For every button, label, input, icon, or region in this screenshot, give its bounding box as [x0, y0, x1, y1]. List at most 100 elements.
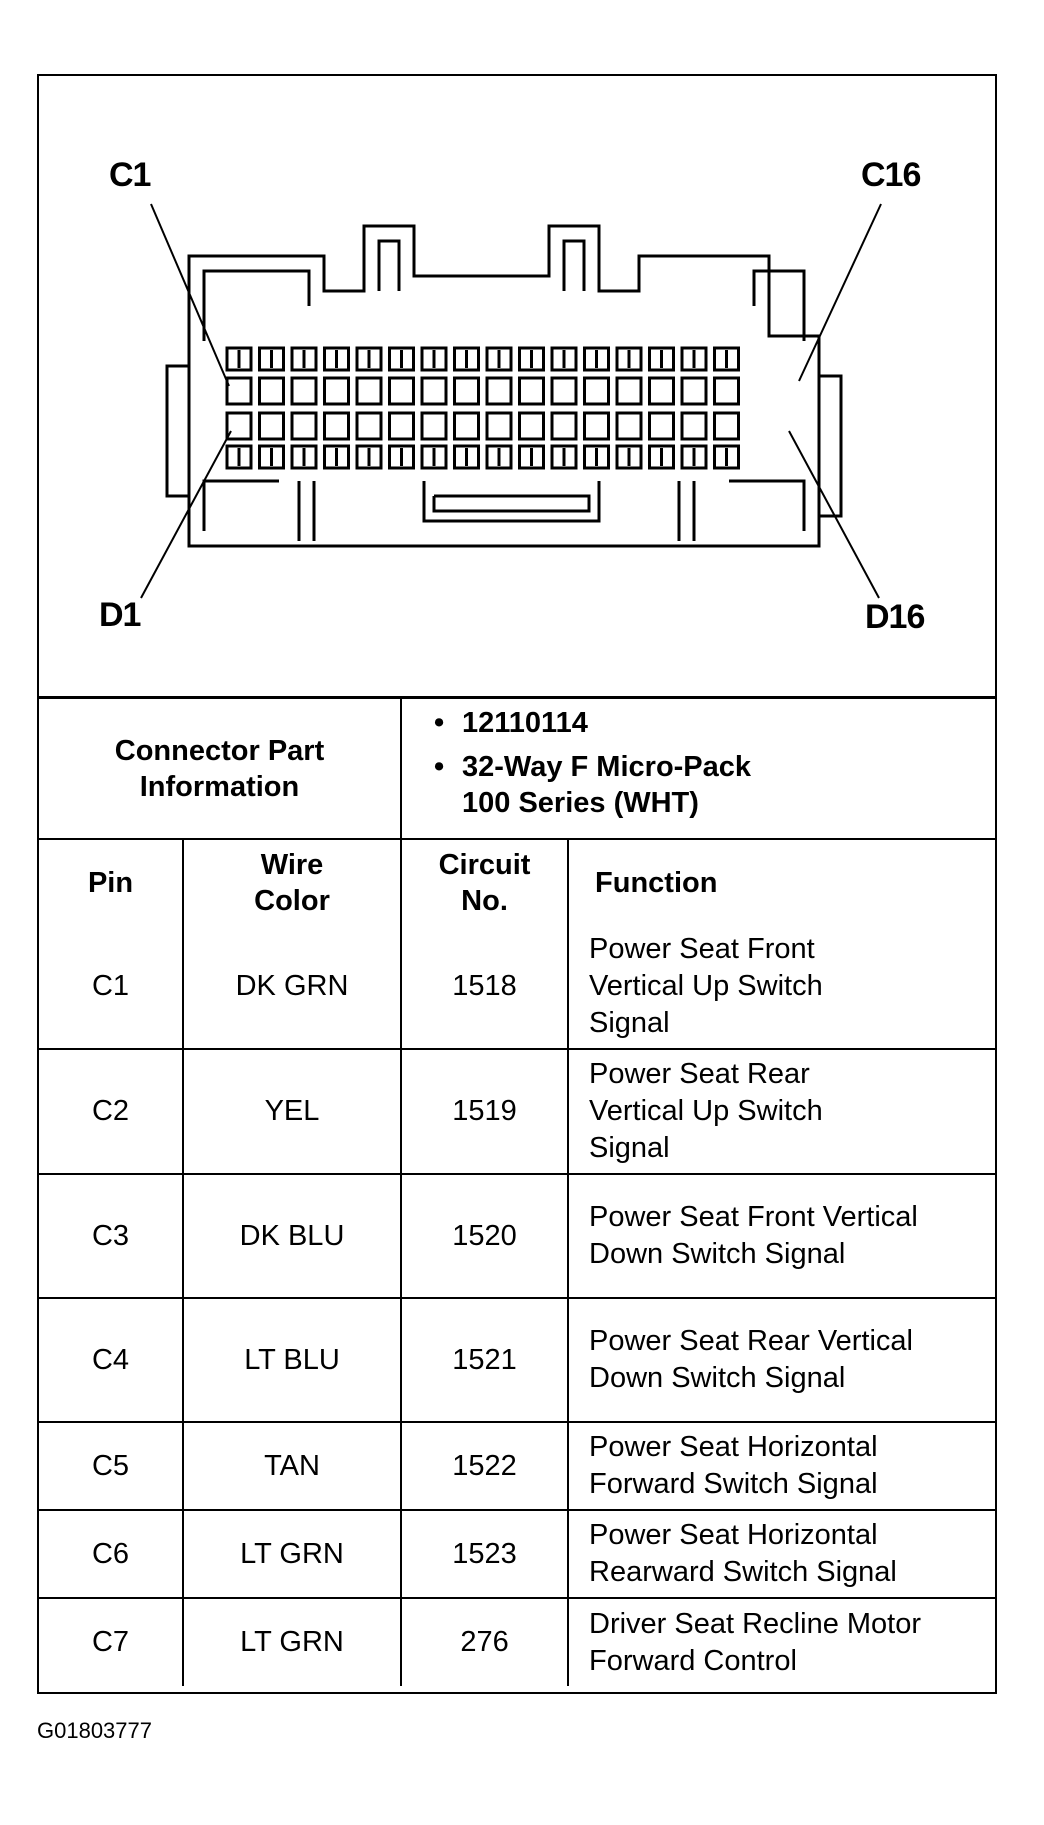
- table-row: C4 LT BLU 1521 Power Seat Rear Vertical …: [39, 1297, 996, 1423]
- bullet-icon: •: [434, 751, 445, 783]
- cell-function: Power Seat Horizontal Forward Switch Sig…: [567, 1421, 996, 1511]
- cell-circuit-no: 1521: [400, 1297, 570, 1423]
- cavity-row-d: [648, 411, 675, 441]
- cavity-row-c: [485, 376, 513, 406]
- cavity-row-c: [550, 376, 578, 406]
- cell-wire-color: TAN: [181, 1421, 403, 1511]
- cell-circuit-no: 1519: [400, 1048, 570, 1175]
- pin-rows: C1 DK GRN 1518 Power Seat Front Vertical…: [39, 925, 996, 1686]
- cell-function-text: Power Seat Front Vertical Down Switch Si…: [589, 1201, 918, 1270]
- latch-window: [550, 444, 578, 470]
- part-number: • 12110114: [434, 705, 995, 741]
- latch-window: [388, 444, 415, 470]
- bottom-key: [432, 494, 591, 513]
- cavity-row-d: [355, 411, 383, 441]
- cavity-row-d: [453, 411, 480, 441]
- latch-window: [713, 444, 740, 470]
- table-row: C6 LT GRN 1523 Power Seat Horizontal Rea…: [39, 1509, 996, 1599]
- bottom-channel: [422, 481, 601, 523]
- latch-window: [225, 346, 253, 372]
- table-header-row: Pin Wire Color Circuit No. Function: [39, 838, 996, 925]
- pin-label-d16: D16: [865, 598, 925, 636]
- bottom-left-step: [202, 479, 279, 531]
- cavity-row-c: [323, 376, 350, 406]
- right-ear: [817, 374, 843, 518]
- cavity-row-d: [258, 411, 285, 441]
- cavity-row-d: [680, 411, 708, 441]
- cavity-row-d: [518, 411, 545, 441]
- housing-right-step: [752, 269, 806, 341]
- cell-circuit-no: 1522: [400, 1421, 570, 1511]
- table-row: C1 DK GRN 1518 Power Seat Front Vertical…: [39, 925, 996, 1050]
- cavity-row-d: [583, 411, 610, 441]
- table-row: C5 TAN 1522 Power Seat Horizontal Forwar…: [39, 1421, 996, 1511]
- latch-window: [225, 444, 253, 470]
- leader-c1: [150, 203, 230, 387]
- connector-housing: [187, 224, 821, 548]
- latch-window: [258, 346, 285, 372]
- cell-function: Power Seat Rear Vertical Down Switch Sig…: [567, 1297, 996, 1423]
- cavity-row-c: [680, 376, 708, 406]
- cavity-row-d: [225, 411, 253, 441]
- cell-function-text: Driver Seat Recline Motor Forward Contro…: [589, 1607, 922, 1677]
- latch-window: [388, 346, 415, 372]
- cell-function-text: Power Seat Horizontal Forward Switch Sig…: [589, 1431, 878, 1500]
- latch-window: [615, 346, 643, 372]
- cell-circuit-no: 276: [400, 1597, 570, 1686]
- connector-sheet: C1 C16 D1 D16 Connector Part Information…: [37, 74, 997, 1694]
- cell-circuit-no: 1523: [400, 1509, 570, 1599]
- latch-left: [377, 239, 401, 291]
- housing-left-step: [202, 269, 311, 341]
- connector-part-title: Connector Part Information: [39, 699, 403, 840]
- cell-function-text: Power Seat Rear Vertical Down Switch Sig…: [589, 1325, 913, 1394]
- header-circuit-no: Circuit No.: [400, 838, 570, 925]
- left-ear: [165, 364, 191, 498]
- cell-wire-color: DK BLU: [181, 1173, 403, 1299]
- connector-part-title-text: Connector Part Information: [114, 734, 325, 803]
- cell-function-text: Power Seat Rear Vertical Up Switch Signa…: [589, 1058, 823, 1164]
- latch-window: [680, 346, 708, 372]
- cell-function-text: Power Seat Front Vertical Up Switch Sign…: [589, 933, 823, 1039]
- cell-function: Power Seat Horizontal Rearward Switch Si…: [567, 1509, 996, 1599]
- cavity-row-c: [713, 376, 740, 406]
- latch-window: [518, 346, 545, 372]
- latch-window: [713, 346, 740, 372]
- cavity-row-d: [290, 411, 318, 441]
- cavity-row-c: [290, 376, 318, 406]
- cavity-row-c: [615, 376, 643, 406]
- cell-function: Driver Seat Recline Motor Forward Contro…: [567, 1597, 996, 1686]
- cavity-row-d: [485, 411, 513, 441]
- cavity-row-d: [420, 411, 448, 441]
- cell-wire-color: YEL: [181, 1048, 403, 1175]
- cavity-row-c: [420, 376, 448, 406]
- cavity-row-d: [550, 411, 578, 441]
- cavity-row-c: [453, 376, 480, 406]
- latch-window: [355, 444, 383, 470]
- latch-window: [518, 444, 545, 470]
- latch-window: [323, 346, 350, 372]
- pin-label-c16: C16: [861, 156, 921, 194]
- bottom-post-left: [297, 481, 316, 541]
- connector-face-drawing: [140, 203, 882, 599]
- latch-window: [420, 444, 448, 470]
- connector-diagram: C1 C16 D1 D16: [39, 76, 995, 699]
- cell-wire-color: LT GRN: [181, 1597, 403, 1686]
- cavity-row-d: [615, 411, 643, 441]
- table-row: C7 LT GRN 276 Driver Seat Recline Motor …: [39, 1597, 996, 1686]
- cell-wire-color: DK GRN: [181, 925, 403, 1050]
- cell-pin: C2: [39, 1048, 184, 1175]
- bottom-right-step: [729, 479, 806, 531]
- leader-c16: [798, 203, 882, 382]
- cell-circuit-no: 1520: [400, 1173, 570, 1299]
- latch-window: [648, 444, 675, 470]
- figure-id: G01803777: [37, 1718, 152, 1743]
- header-function: Function: [567, 838, 996, 925]
- latch-window: [453, 346, 480, 372]
- cell-circuit-no: 1518: [400, 925, 570, 1050]
- part-number-text: 12110114: [462, 707, 588, 739]
- leader-d1: [140, 430, 232, 599]
- latch-right: [562, 239, 586, 291]
- latch-window: [453, 444, 480, 470]
- connector-part-details: • 12110114 • 32-Way F Micro-Pack 100 Ser…: [400, 699, 996, 840]
- cell-function: Power Seat Front Vertical Up Switch Sign…: [567, 925, 996, 1050]
